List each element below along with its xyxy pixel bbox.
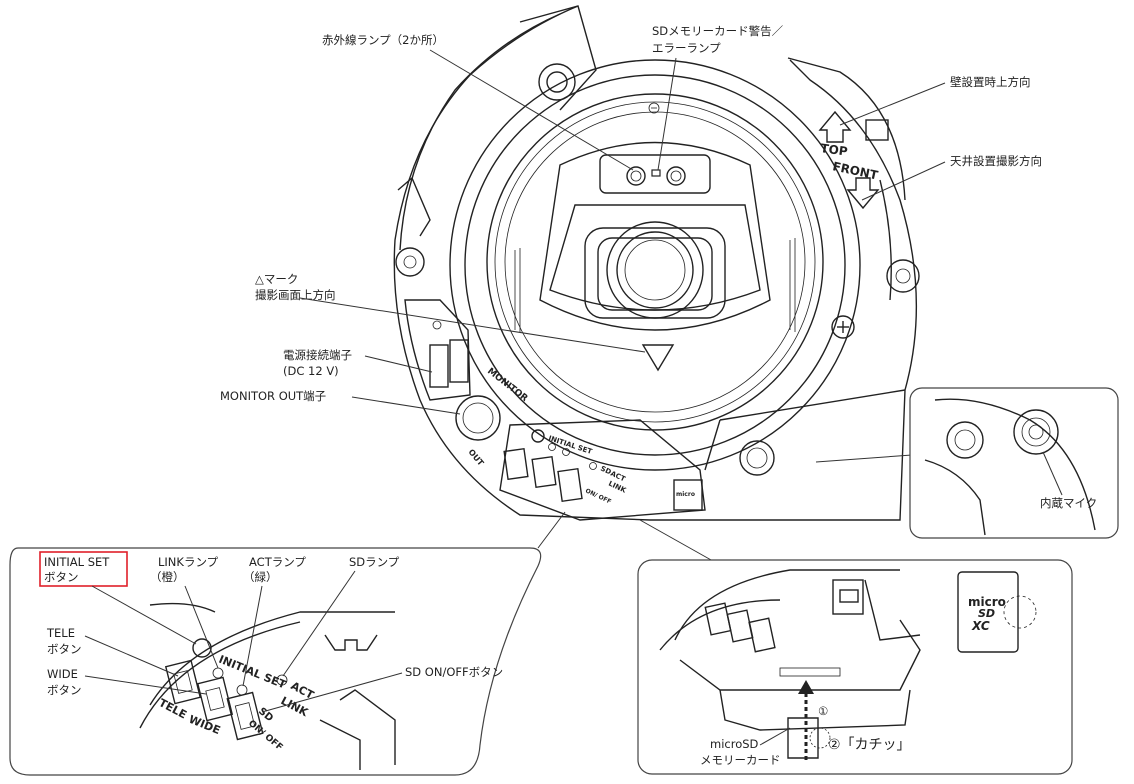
button-detail-panel: INITIAL SET ACT LINK SD ON/ OFF TELE WID… (9, 547, 542, 776)
mic-inset: 内蔵マイク (815, 387, 1119, 539)
power-terminal-label-1: 電源接続端子 (283, 348, 352, 362)
monitor-out-label: MONITOR OUT端子 (220, 389, 326, 403)
device-out-text: OUT (466, 448, 485, 469)
device-onoff-text: ON/ OFF (584, 487, 612, 505)
sd-warning-label-2: エラーランプ (652, 41, 721, 55)
initial-set-highlight (39, 551, 128, 587)
wide-label-2: ボタン (47, 683, 82, 697)
device-initial-set-text: INITIAL SET (547, 434, 593, 456)
ceiling-direction-label: 天井設置撮影方向 (950, 154, 1042, 168)
microsd-card-icon (957, 571, 1019, 653)
sd-lamp-label: SDランプ (349, 555, 400, 569)
microsd-detail-panel: ① ②「カチッ」 microSD メモリーカード micro SD XC (637, 559, 1073, 775)
power-terminal-label-2: (DC 12 V) (283, 364, 339, 378)
card-sd-text: SD (978, 607, 995, 620)
link-lamp-label-2: （橙） (150, 570, 185, 584)
act-lamp-label-1: ACTランプ (249, 555, 306, 569)
link-lamp-label-1: LINKランプ (158, 555, 219, 569)
microsd-label-1: microSD (710, 737, 759, 751)
mic-inset-panel (909, 387, 1119, 539)
builtin-mic-label: 内蔵マイク (1040, 496, 1097, 510)
device-sd-text: SD (599, 465, 612, 477)
camera-body: MONITOR OUT TOP FRONT INITIAL SET ACT LI… (393, 5, 920, 521)
sd-warning-label-1: SDメモリーカード警告／ (652, 24, 784, 38)
triangle-mark-label-1: △マーク (255, 272, 298, 286)
main-callouts: 赤外線ランプ（2か所） SDメモリーカード警告／ エラーランプ 壁設置時上方向 … (220, 24, 1042, 415)
microsd-panel (637, 559, 1073, 775)
triangle-mark-label-2: 撮影画面上方向 (255, 288, 336, 302)
initial-set-label-1: INITIAL SET (44, 555, 110, 569)
step-1-label: ① (818, 704, 828, 718)
tele-label-1: TELE (46, 626, 75, 640)
initial-set-label-2: ボタン (44, 570, 79, 584)
microsd-label-2: メモリーカード (700, 753, 781, 767)
device-top-text: TOP (820, 141, 849, 159)
wide-label-1: WIDE (47, 667, 78, 681)
device-link-text: LINK (607, 480, 628, 495)
card-xc-text: XC (971, 619, 990, 633)
step-2-label: ②「カチッ」 (828, 737, 911, 753)
device-monitor-text: MONITOR (485, 366, 529, 404)
wall-top-label: 壁設置時上方向 (950, 75, 1031, 89)
device-card-mark: micro (676, 491, 695, 498)
card-micro-text: micro (968, 595, 1006, 609)
tele-label-2: ボタン (47, 642, 82, 656)
connector-right (639, 519, 721, 566)
infrared-lamp-label: 赤外線ランプ（2か所） (322, 33, 444, 47)
sd-onoff-label: SD ON/OFFボタン (405, 665, 503, 679)
connector-left (537, 511, 566, 549)
act-lamp-label-2: （緑） (243, 570, 278, 584)
